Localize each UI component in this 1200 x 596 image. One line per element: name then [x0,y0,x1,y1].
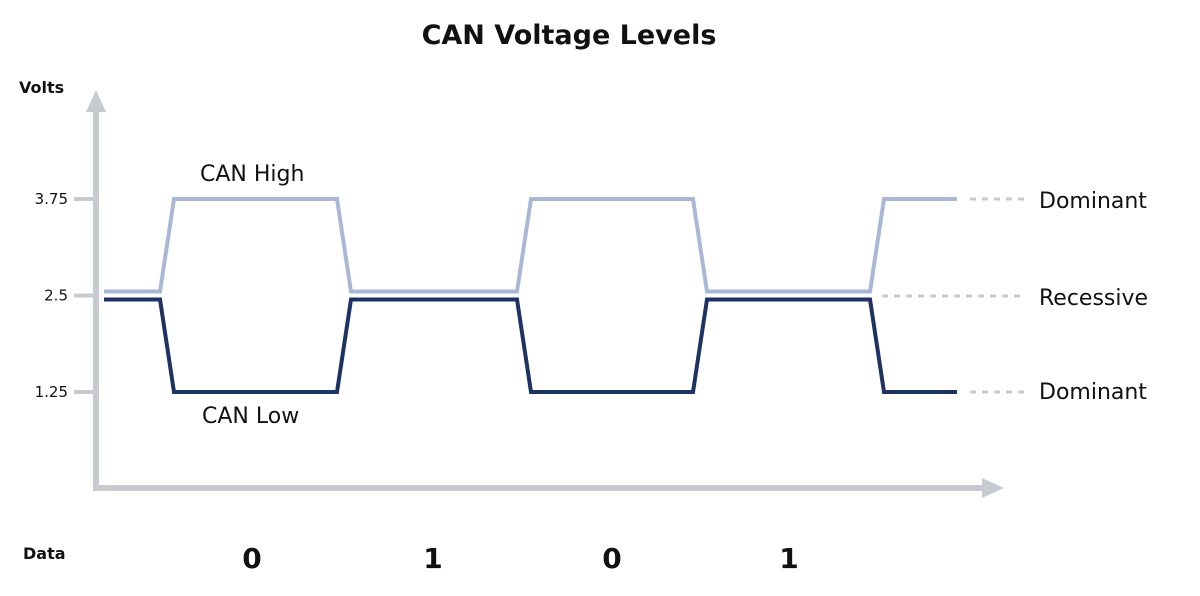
level-label-dominant-low: Dominant [1039,380,1147,405]
axes [86,90,1004,498]
can-high-line [104,197,957,294]
x-axis-label: Data [23,544,66,563]
can-low-line [104,297,957,394]
x-axis-arrow-icon [982,478,1004,498]
bit-label: 1 [423,542,442,575]
level-label-recessive: Recessive [1039,286,1148,311]
y-axis-arrow-icon [86,90,106,112]
y-tick-label: 3.75 [35,190,68,208]
level-label-dominant-high: Dominant [1039,189,1147,214]
series-label-can-low: CAN Low [202,404,299,429]
bit-label: 1 [779,542,798,575]
y-axis-label: Volts [19,78,64,97]
series-label-can-high: CAN High [200,162,304,187]
bit-label: 0 [242,542,261,575]
chart-title: CAN Voltage Levels [422,20,717,51]
y-tick-label: 1.25 [35,383,68,401]
bit-label: 0 [602,542,621,575]
y-tick-label: 2.5 [44,287,68,305]
